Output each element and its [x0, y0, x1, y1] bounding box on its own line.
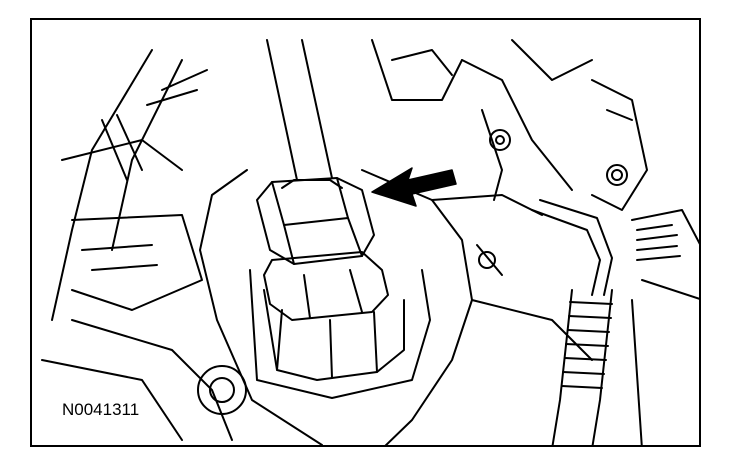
tube-nut [256, 177, 375, 265]
engine-line-drawing [41, 39, 699, 445]
indicator-arrow [371, 167, 457, 207]
figure-id-label: N0041311 [60, 400, 142, 420]
mounting-boss [199, 169, 593, 445]
brake-tube [266, 39, 333, 181]
illustration-frame: N0041311 [30, 18, 701, 447]
left-housing [41, 49, 247, 441]
port-fitting [249, 251, 431, 399]
sensor-harness [531, 199, 643, 445]
right-casting [371, 39, 699, 300]
